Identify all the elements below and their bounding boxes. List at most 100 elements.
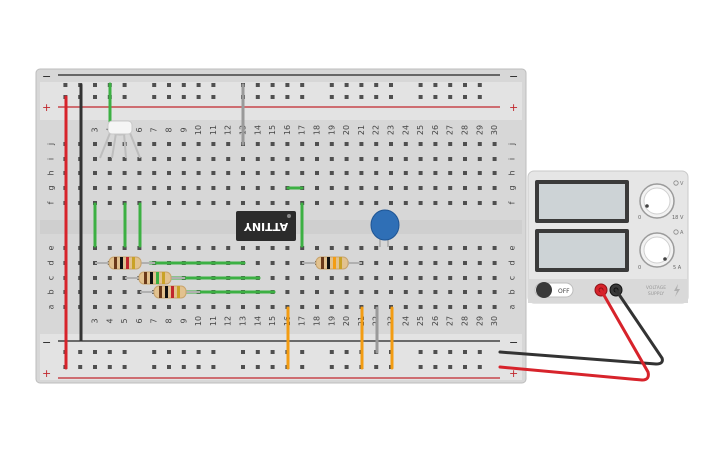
breadboard-hole[interactable]	[255, 261, 260, 265]
breadboard-hole[interactable]	[315, 305, 319, 309]
rail-hole[interactable]	[374, 83, 379, 87]
breadboard-hole[interactable]	[374, 261, 379, 265]
breadboard-hole[interactable]	[448, 261, 453, 265]
breadboard-hole[interactable]	[315, 246, 319, 250]
resistors[interactable]	[95, 256, 362, 299]
rail-hole[interactable]	[448, 83, 453, 87]
breadboard-hole[interactable]	[344, 142, 349, 146]
rail-hole[interactable]	[359, 83, 364, 87]
breadboard-hole[interactable]	[196, 186, 201, 190]
breadboard-hole[interactable]	[137, 171, 142, 175]
breadboard-hole[interactable]	[477, 305, 482, 309]
breadboard-hole[interactable]	[477, 246, 482, 250]
breadboard-hole[interactable]	[226, 171, 231, 175]
breadboard-hole[interactable]	[477, 201, 482, 205]
breadboard-hole[interactable]	[389, 261, 393, 265]
ceramic-capacitor[interactable]	[370, 209, 400, 247]
breadboard-hole[interactable]	[477, 157, 482, 161]
rail-hole[interactable]	[374, 95, 379, 99]
breadboard-hole[interactable]	[211, 142, 216, 146]
breadboard-hole[interactable]	[477, 171, 482, 175]
breadboard-hole[interactable]	[403, 201, 408, 205]
breadboard-hole[interactable]	[433, 276, 438, 280]
rail-hole[interactable]	[344, 83, 349, 87]
rail-hole[interactable]	[300, 350, 305, 354]
rail-hole[interactable]	[329, 350, 334, 354]
breadboard-hole[interactable]	[477, 261, 482, 265]
rail-hole[interactable]	[433, 350, 438, 354]
breadboard-hole[interactable]	[270, 186, 275, 190]
breadboard-hole[interactable]	[226, 305, 231, 309]
breadboard-hole[interactable]	[389, 157, 393, 161]
breadboard-hole[interactable]	[477, 290, 482, 294]
breadboard-hole[interactable]	[152, 157, 157, 161]
breadboard-hole[interactable]	[433, 305, 438, 309]
breadboard-hole[interactable]	[211, 157, 216, 161]
breadboard-hole[interactable]	[374, 290, 379, 294]
breadboard-hole[interactable]	[285, 171, 290, 175]
rail-hole[interactable]	[463, 350, 467, 354]
breadboard-hole[interactable]	[241, 186, 245, 190]
breadboard-hole[interactable]	[418, 201, 423, 205]
breadboard-hole[interactable]	[418, 276, 423, 280]
rail-hole[interactable]	[196, 95, 201, 99]
breadboard-hole[interactable]	[270, 261, 275, 265]
breadboard-hole[interactable]	[300, 305, 305, 309]
breadboard-hole[interactable]	[359, 201, 364, 205]
rail-hole[interactable]	[196, 365, 201, 369]
rail-hole[interactable]	[78, 365, 83, 369]
rail-hole[interactable]	[300, 83, 305, 87]
breadboard-hole[interactable]	[492, 261, 497, 265]
breadboard-hole[interactable]	[463, 290, 467, 294]
breadboard-hole[interactable]	[329, 305, 334, 309]
rail-hole[interactable]	[418, 95, 423, 99]
breadboard-hole[interactable]	[448, 276, 453, 280]
rail-hole[interactable]	[329, 95, 334, 99]
breadboard-hole[interactable]	[196, 305, 201, 309]
rail-hole[interactable]	[211, 95, 216, 99]
breadboard-hole[interactable]	[463, 261, 467, 265]
breadboard-hole[interactable]	[107, 186, 112, 190]
breadboard-hole[interactable]	[137, 290, 142, 294]
rail-hole[interactable]	[300, 365, 305, 369]
rail-hole[interactable]	[448, 350, 453, 354]
breadboard-hole[interactable]	[285, 201, 290, 205]
breadboard-hole[interactable]	[255, 305, 260, 309]
breadboard-hole[interactable]	[477, 186, 482, 190]
breadboard-hole[interactable]	[196, 246, 201, 250]
breadboard-hole[interactable]	[344, 305, 349, 309]
rail-hole[interactable]	[477, 95, 482, 99]
breadboard-hole[interactable]	[93, 157, 97, 161]
rail-hole[interactable]	[78, 350, 83, 354]
breadboard-hole[interactable]	[344, 290, 349, 294]
breadboard-hole[interactable]	[329, 142, 334, 146]
red-cable[interactable]	[498, 288, 650, 382]
breadboard-hole[interactable]	[315, 157, 319, 161]
rail-hole[interactable]	[122, 83, 127, 87]
breadboard-hole[interactable]	[122, 186, 127, 190]
breadboard-hole[interactable]	[93, 142, 97, 146]
breadboard-hole[interactable]	[285, 261, 290, 265]
breadboard-hole[interactable]	[270, 246, 275, 250]
breadboard-hole[interactable]	[167, 157, 171, 161]
breadboard-hole[interactable]	[137, 246, 142, 250]
breadboard-hole[interactable]	[403, 246, 408, 250]
breadboard-hole[interactable]	[167, 186, 171, 190]
breadboard-hole[interactable]	[463, 186, 467, 190]
breadboard-hole[interactable]	[181, 186, 186, 190]
breadboard-hole[interactable]	[167, 305, 171, 309]
breadboard-hole[interactable]	[270, 142, 275, 146]
breadboard-hole[interactable]	[359, 276, 364, 280]
breadboard-hole[interactable]	[226, 201, 231, 205]
breadboard-hole[interactable]	[403, 186, 408, 190]
breadboard-hole[interactable]	[167, 171, 171, 175]
breadboard-hole[interactable]	[448, 201, 453, 205]
breadboard-hole[interactable]	[344, 186, 349, 190]
breadboard-hole[interactable]	[196, 157, 201, 161]
breadboard-hole[interactable]	[359, 246, 364, 250]
rail-hole[interactable]	[211, 365, 216, 369]
breadboard-hole[interactable]	[300, 171, 305, 175]
rail-hole[interactable]	[211, 83, 216, 87]
breadboard-hole[interactable]	[418, 290, 423, 294]
rail-hole[interactable]	[181, 83, 186, 87]
